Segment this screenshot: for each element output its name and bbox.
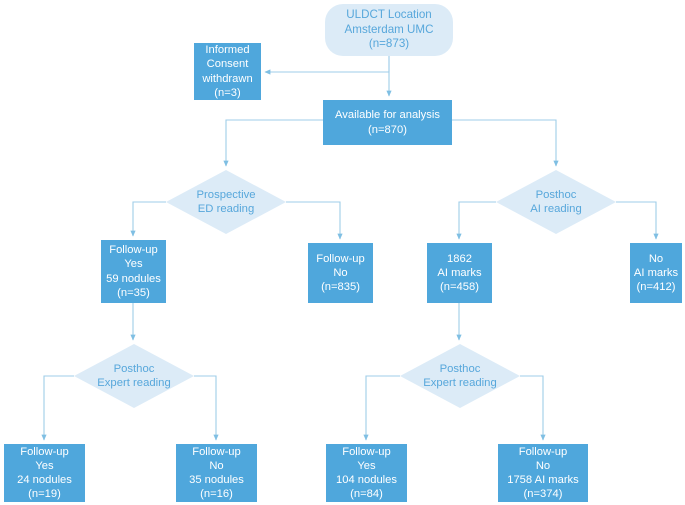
- node-expert-right-followup-yes: Follow-up Yes 104 nodules (n=84): [326, 444, 407, 502]
- node-ed-followup-no-label: Follow-up No (n=835): [316, 252, 365, 294]
- node-no-ai-marks: No AI marks (n=412): [630, 243, 682, 303]
- node-expert-right-followup-yes-label: Follow-up Yes 104 nodules (n=84): [336, 445, 397, 501]
- node-informed-consent-withdrawn-label: Informed Consent withdrawn (n=3): [202, 44, 253, 99]
- node-posthoc-ai-reading-label: Posthoc AI reading: [530, 188, 582, 215]
- node-ed-followup-yes: Follow-up Yes 59 nodules (n=35): [101, 240, 166, 303]
- node-uldct-location: ULDCT Location Amsterdam UMC (n=873): [325, 4, 453, 56]
- node-posthoc-expert-reading-right: Posthoc Expert reading: [400, 344, 520, 408]
- node-prospective-ed-reading: Prospective ED reading: [166, 170, 286, 234]
- node-expert-left-followup-no-label: Follow-up No 35 nodules (n=16): [189, 445, 244, 501]
- edge-expert-left-to-no: [194, 375, 219, 441]
- node-prospective-ed-reading-label: Prospective ED reading: [196, 188, 256, 215]
- node-available-for-analysis-label: Available for analysis (n=870): [335, 109, 440, 136]
- node-posthoc-ai-reading: Posthoc AI reading: [496, 170, 616, 234]
- node-informed-consent-withdrawn: Informed Consent withdrawn (n=3): [194, 43, 261, 100]
- node-uldct-location-label: ULDCT Location Amsterdam UMC (n=873): [344, 8, 434, 51]
- edge-available-to-posthoc-ai: [452, 119, 559, 167]
- edge-ai-to-no-marks: [616, 201, 659, 240]
- node-posthoc-expert-reading-right-label: Posthoc Expert reading: [423, 362, 497, 389]
- node-expert-right-followup-no-label: Follow-up No 1758 AI marks (n=374): [507, 445, 579, 501]
- node-posthoc-expert-reading-left: Posthoc Expert reading: [74, 344, 194, 408]
- node-expert-right-followup-no: Follow-up No 1758 AI marks (n=374): [498, 444, 588, 502]
- edge-ed-to-followup-yes: [130, 201, 166, 237]
- edge-ed-to-followup-no: [286, 201, 343, 240]
- node-available-for-analysis: Available for analysis (n=870): [323, 100, 452, 145]
- node-posthoc-expert-reading-left-label: Posthoc Expert reading: [97, 362, 171, 389]
- edge-ai-to-marks: [456, 201, 496, 240]
- edge-source-to-withdrawn: [264, 56, 390, 75]
- node-ed-followup-no: Follow-up No (n=835): [308, 243, 373, 303]
- node-ed-followup-yes-label: Follow-up Yes 59 nodules (n=35): [106, 244, 161, 299]
- node-expert-left-followup-no: Follow-up No 35 nodules (n=16): [176, 444, 257, 502]
- node-ai-marks: 1862 AI marks (n=458): [427, 243, 492, 303]
- edge-available-to-prospective-ed: [223, 119, 323, 167]
- node-ai-marks-label: 1862 AI marks (n=458): [437, 252, 482, 294]
- node-no-ai-marks-label: No AI marks (n=412): [633, 252, 679, 294]
- edge-expert-left-to-yes: [41, 375, 74, 441]
- edge-expert-right-to-no: [520, 375, 546, 441]
- node-expert-left-followup-yes: Follow-up Yes 24 nodules (n=19): [4, 444, 85, 502]
- node-expert-left-followup-yes-label: Follow-up Yes 24 nodules (n=19): [17, 445, 72, 501]
- edge-expert-right-to-yes: [363, 375, 400, 441]
